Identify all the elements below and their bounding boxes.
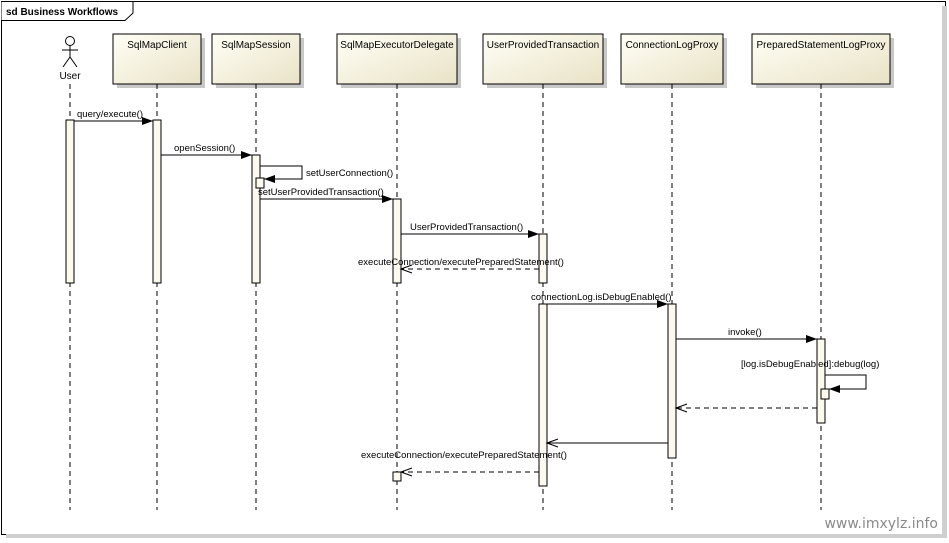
message-set-user-provided-transaction: setUserProvidedTransaction() bbox=[258, 187, 393, 203]
lifeline-label-sqlmapsession: SqlMapSession bbox=[221, 40, 290, 51]
message-label: invoke() bbox=[728, 327, 762, 338]
lifeline-label-userprovidedtransaction: UserProvidedTransaction bbox=[487, 40, 599, 51]
message-query-execute: query/execute() bbox=[74, 109, 153, 125]
lifeline-label-executordelegate: SqlMapExecutorDelegate bbox=[340, 40, 454, 51]
messages: query/execute() openSession() setUserCon… bbox=[74, 109, 879, 477]
message-invoke: invoke() bbox=[676, 327, 817, 343]
message-label: [log.isDebugEnabled]:debug(log) bbox=[741, 359, 879, 370]
activation-user bbox=[65, 119, 75, 284]
lifeline-label-preparedstatementlogproxy: PreparedStatementLogProxy bbox=[757, 40, 886, 51]
actor-label: User bbox=[59, 71, 81, 82]
activation-sqlmapclient bbox=[152, 119, 162, 284]
message-is-debug-enabled: connectionLog.isDebugEnabled() bbox=[531, 292, 672, 308]
message-label: setUserConnection() bbox=[306, 168, 393, 179]
message-label: query/execute() bbox=[77, 109, 143, 120]
message-user-provided-transaction: UserProvidedTransaction() bbox=[401, 222, 539, 238]
activation-executordelegate bbox=[392, 198, 402, 284]
activation-userprovidedtransaction-2 bbox=[538, 303, 548, 487]
lifeline-label-connectionlogproxy: ConnectionLogProxy bbox=[626, 40, 719, 51]
message-return-execute-connection-2: executeConnection/executePreparedStateme… bbox=[361, 450, 567, 477]
message-open-session: openSession() bbox=[161, 143, 252, 159]
actor-leg-right bbox=[69, 56, 78, 68]
message-label: connectionLog.isDebugEnabled() bbox=[531, 292, 672, 303]
watermark: www.imxylz.info bbox=[824, 516, 938, 532]
lifeline-head-userprovidedtransaction: UserProvidedTransaction bbox=[482, 33, 607, 88]
actor-user: User bbox=[59, 36, 81, 82]
activation-preparedstatementlogproxy bbox=[816, 338, 826, 424]
frame-shadow-right bbox=[942, 6, 947, 537]
frame-shadow-bottom bbox=[6, 534, 947, 538]
frame-title: sd Business Workflows bbox=[6, 7, 119, 18]
message-label: UserProvidedTransaction() bbox=[410, 222, 523, 233]
activation-sqlmapsession bbox=[251, 154, 261, 284]
message-return-to-user-provided-transaction bbox=[545, 438, 668, 448]
lifeline-head-sqlmapsession: SqlMapSession bbox=[211, 33, 304, 88]
message-label: setUserProvidedTransaction() bbox=[258, 187, 384, 198]
lifeline-head-connectionlogproxy: ConnectionLogProxy bbox=[620, 33, 727, 88]
message-return-execute-connection-1: executeConnection/executePreparedStateme… bbox=[358, 257, 564, 274]
activation-userprovidedtransaction-1 bbox=[538, 233, 548, 284]
message-label: executeConnection/executePreparedStateme… bbox=[361, 450, 567, 461]
actor-head-icon bbox=[65, 36, 75, 46]
activation-connectionlogproxy bbox=[667, 303, 677, 459]
lifeline-head-executordelegate: SqlMapExecutorDelegate bbox=[336, 33, 461, 88]
activation-sqlmapsession-self bbox=[255, 177, 265, 189]
message-label: openSession() bbox=[174, 143, 235, 154]
message-set-user-connection: setUserConnection() bbox=[260, 165, 393, 183]
frame-tab bbox=[1, 1, 134, 21]
activations bbox=[65, 119, 830, 487]
activation-executordelegate-return bbox=[392, 471, 402, 482]
lifeline-head-preparedstatementlogproxy: PreparedStatementLogProxy bbox=[751, 33, 894, 88]
message-label: executeConnection/executePreparedStateme… bbox=[358, 257, 564, 268]
lifeline-head-sqlmapclient: SqlMapClient bbox=[112, 33, 205, 88]
message-debug-log: [log.isDebugEnabled]:debug(log) bbox=[741, 359, 879, 393]
activation-preparedstatementlogproxy-self bbox=[820, 388, 830, 400]
message-return-to-connection-log-proxy bbox=[674, 403, 817, 413]
actor-leg-left bbox=[62, 56, 71, 68]
lifeline-label-sqlmapclient: SqlMapClient bbox=[127, 40, 187, 51]
